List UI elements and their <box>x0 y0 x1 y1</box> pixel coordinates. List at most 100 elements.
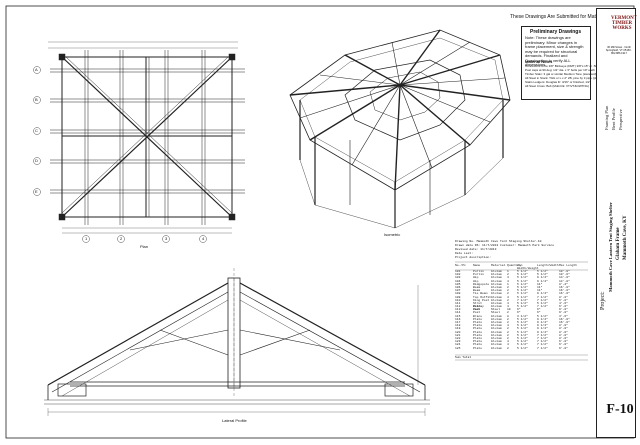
table-cell: Plate <box>473 327 483 331</box>
table-cell: Glulam <box>491 282 502 286</box>
table-cell: 8'-0" <box>559 333 569 337</box>
table-cell: 2 <box>507 336 509 340</box>
table-cell: 9 1/4" <box>537 330 548 334</box>
table-cell: Glulam <box>491 343 502 347</box>
table-cell: 11" <box>537 289 543 293</box>
table-cell: 113 <box>455 308 461 312</box>
company-name-line3: WORKS <box>612 26 632 31</box>
table-cell: Glulam <box>491 330 502 334</box>
table-cell: 5 1/2" <box>517 343 528 347</box>
col-header-no: No./Pc <box>455 264 466 267</box>
table-cell: 5 1/2" <box>517 276 528 280</box>
client-name: Glaham Frame <box>616 227 621 260</box>
table-cell: 8'-0" <box>559 327 569 331</box>
table-cell: 3'-6" <box>559 314 569 318</box>
table-cell: 122 <box>455 336 461 340</box>
table-cell: Beam <box>473 285 481 289</box>
table-cell: 5'-0" <box>559 298 569 302</box>
schedule-header-line-3: Date Last: <box>455 252 474 255</box>
table-cell: 123 <box>455 340 461 344</box>
table-cell: 5 1/2" <box>517 321 528 324</box>
grid-number-4: 4 <box>202 236 205 241</box>
table-cell: 16'-0" <box>559 321 570 324</box>
table-cell: 118 <box>455 324 461 328</box>
col-header-material: Material <box>491 264 506 267</box>
table-cell: Plate <box>473 346 483 350</box>
table-cell: 3 1/2" <box>517 314 528 318</box>
table-cell: 2 <box>507 317 509 321</box>
table-cell: 2 <box>507 273 509 277</box>
table-cell: 6" <box>517 308 521 312</box>
table-cell: Plate <box>473 340 483 344</box>
table-cell: 14'-0" <box>559 279 570 283</box>
material-note-0: Connectors to be 3/8" Birdseye (DMT) 3/8… <box>525 64 599 68</box>
schedule-header: Drawing No. Mammoth Cave Tent Staging Sh… <box>455 240 554 260</box>
table-cell: Top Outfit <box>473 295 492 299</box>
notes-title: Preliminary Drawings <box>530 29 582 35</box>
table-cell: Glulam <box>491 317 502 321</box>
table-cell: 14'-0" <box>559 276 570 280</box>
company-name-line2: TIMBER <box>611 21 633 26</box>
table-cell: 10'-6" <box>559 273 570 277</box>
table-cell: 10 <box>507 308 511 312</box>
table-cell: Glulam <box>491 336 502 340</box>
table-cell: 121 <box>455 333 461 337</box>
table-cell: 109 <box>455 295 461 299</box>
table-cell: 7 1/2" <box>537 346 548 350</box>
table-cell: Glulam <box>491 324 502 328</box>
table-cell: 119 <box>455 327 461 331</box>
table-cell: 4 <box>507 279 509 283</box>
table-cell: 4 <box>507 324 509 328</box>
table-cell: 8'-0" <box>559 324 569 328</box>
table-cell: Glulam <box>491 301 502 305</box>
table-cell: 2 <box>507 327 509 331</box>
grid-number-3: 3 <box>165 236 168 241</box>
table-cell: 5 1/2" <box>517 346 528 350</box>
table-cell: 4 <box>507 301 509 305</box>
project-label: Project: <box>600 291 606 310</box>
sheet-title-1: Bent Profile <box>611 108 616 130</box>
table-cell: Glulam <box>491 273 502 277</box>
table-cell: 2 <box>507 321 509 324</box>
grid-letter-b: B <box>35 97 38 102</box>
table-cell: 106 <box>455 285 461 289</box>
table-cell: Plate <box>473 317 483 321</box>
table-cell: 4 <box>507 340 509 344</box>
table-cell: 5 1/2" <box>517 270 528 273</box>
table-cell: Ridgepole <box>473 282 490 286</box>
table-cell: 120 <box>455 330 461 334</box>
table-cell: 9'-0" <box>559 311 569 315</box>
table-cell: 8'-0" <box>559 330 569 334</box>
schedule-header-line-4: Project description: <box>455 256 492 259</box>
table-cell: 6" <box>537 308 541 312</box>
table-cell: 7 1/2" <box>537 343 548 347</box>
table-cell: Post <box>473 311 481 315</box>
table-cell: 11" <box>537 285 543 289</box>
table-cell: 2 <box>507 330 509 334</box>
material-notes-title: Material Notes <box>525 59 553 64</box>
table-cell: 2 <box>507 292 509 296</box>
table-cell: 5 1/2" <box>537 314 548 318</box>
table-cell: 6'-0" <box>559 343 569 347</box>
table-cell: 6" <box>537 311 541 315</box>
material-note-5: All Steel Cross: Bolt (Multi blk: VT/VT&… <box>525 84 590 88</box>
table-cell: Steel <box>491 311 501 315</box>
table-cell: 7 1/2" <box>537 333 548 337</box>
table-cell: 5 1/2" <box>517 327 528 331</box>
table-cell: 7 1/2" <box>537 295 548 299</box>
table-cell: Brace <box>473 314 483 318</box>
table-cell: 2 <box>507 285 509 289</box>
table-cell: 5 1/2" <box>517 289 528 293</box>
table-cell: 11" <box>537 282 543 286</box>
schedule-header-line-1: Drawn date DS: 11/7/2013 Customer: Mammo… <box>455 244 555 247</box>
